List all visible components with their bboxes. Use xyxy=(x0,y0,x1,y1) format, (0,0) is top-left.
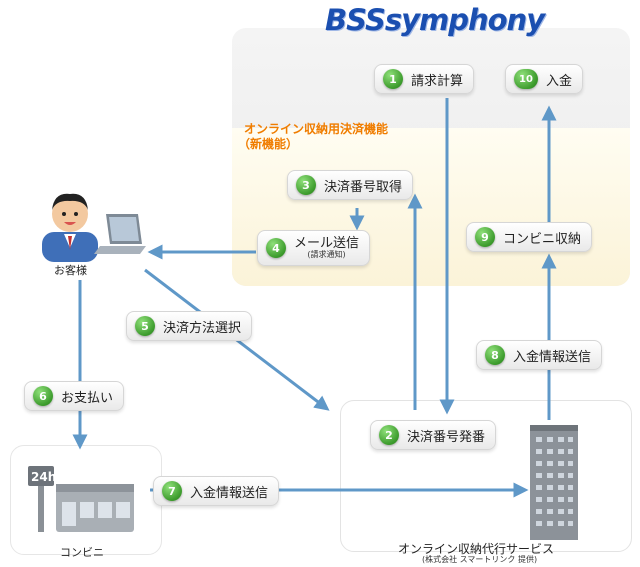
step-9-convenience-collection: 9 コンビニ収納 xyxy=(466,222,593,252)
convenience-store-icon: 24h xyxy=(28,466,134,532)
step-label-2: 決済番号発番 xyxy=(407,429,486,445)
step-number-3: 3 xyxy=(296,175,316,195)
step-2-issue-payment-number: 2 決済番号発番 xyxy=(370,420,497,450)
step-number-2: 2 xyxy=(379,425,399,445)
step-label-3: 決済番号取得 xyxy=(324,179,403,195)
customer-icon xyxy=(42,193,146,262)
step-number-6: 6 xyxy=(33,386,53,406)
step-label-1: 請求計算 xyxy=(411,73,464,89)
step-number-7: 7 xyxy=(162,481,182,501)
service-label: オンライン収納代行サービス xyxy=(398,542,555,556)
step-3-get-payment-number: 3 決済番号取得 xyxy=(287,170,414,200)
service-sub-label: (株式会社 スマートリンク 提供) xyxy=(422,555,538,564)
store-sign-text: 24h xyxy=(31,470,56,484)
step-number-4: 4 xyxy=(266,238,286,258)
step-label-7: 入金情報送信 xyxy=(190,485,269,501)
section-label-line1: オンライン収納用決済機能 xyxy=(244,122,389,136)
step-number-9: 9 xyxy=(475,227,495,247)
step-6-payment: 6 お支払い xyxy=(24,381,125,411)
step-number-5: 5 xyxy=(135,316,155,336)
section-label-line2: （新機能） xyxy=(238,137,299,151)
step-8-send-deposit-info: 8 入金情報送信 xyxy=(476,340,603,370)
step-label-5: 決済方法選択 xyxy=(163,320,242,336)
customer-label: お客様 xyxy=(54,264,87,277)
step-label-6: お支払い xyxy=(61,390,114,406)
step-number-1: 1 xyxy=(383,69,403,89)
service-building-icon xyxy=(530,425,578,540)
step-number-8: 8 xyxy=(485,345,505,365)
step-7-send-deposit-info: 7 入金情報送信 xyxy=(153,476,280,506)
step-4-send-mail: 4 メール送信 (請求通知) xyxy=(257,230,371,266)
store-label: コンビニ xyxy=(60,546,104,559)
step-label-10: 入金 xyxy=(546,73,573,89)
step-10-deposit: 10 入金 xyxy=(505,64,584,94)
step-sublabel-4: (請求通知) xyxy=(307,249,346,259)
step-number-10: 10 xyxy=(514,69,538,89)
step-label-4: メール送信 xyxy=(294,235,360,251)
step-label-9: コンビニ収納 xyxy=(503,231,582,247)
brand-logo: BSSsymphony xyxy=(325,3,545,37)
step-1-calc-billing: 1 請求計算 xyxy=(374,64,475,94)
step-label-8: 入金情報送信 xyxy=(513,349,592,365)
step-5-select-payment-method: 5 決済方法選択 xyxy=(126,311,253,341)
